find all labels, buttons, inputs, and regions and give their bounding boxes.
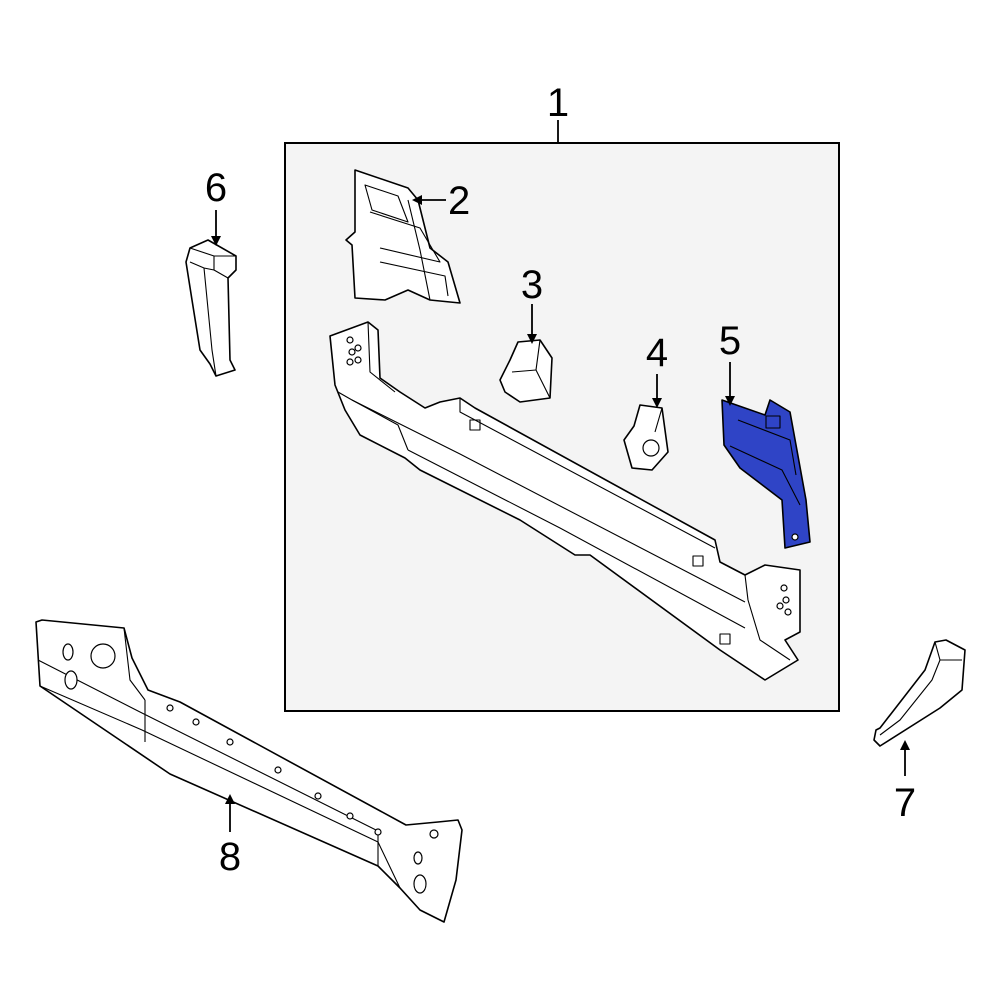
part-4-gusset[interactable]	[499, 339, 553, 403]
callout-3-label: 5	[719, 319, 741, 363]
callout-1-label: 1	[547, 81, 569, 125]
part-2-bracket[interactable]	[345, 169, 461, 304]
part-3-bracket-highlighted[interactable]	[721, 399, 811, 549]
part-1-crossmember[interactable]	[329, 321, 801, 681]
callout-8-label: 8	[219, 835, 241, 879]
callout-4-label: 3	[521, 263, 543, 307]
part-6-bracket[interactable]	[185, 239, 237, 377]
callout-5-label: 4	[646, 331, 668, 375]
callout-2-label: 2	[448, 179, 470, 223]
part-5-gusset[interactable]	[623, 404, 669, 471]
callout-7-label: 7	[894, 781, 916, 825]
callout-6-label: 6	[205, 166, 227, 210]
part-7-bracket[interactable]	[873, 639, 966, 747]
part-8-crossmember[interactable]	[35, 619, 463, 923]
